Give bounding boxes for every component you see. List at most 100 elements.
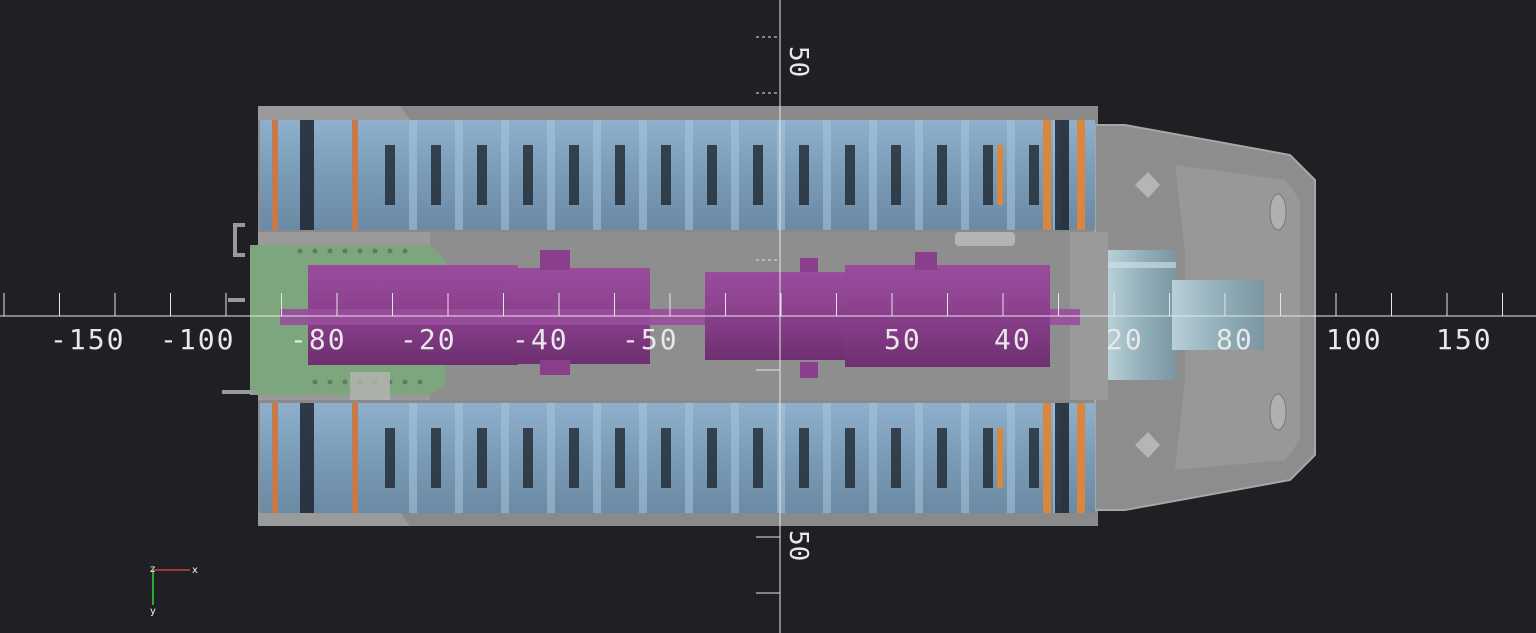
track-link [385,428,395,488]
track-link [615,428,625,488]
hull-top-corner [258,106,410,120]
track-link-highlight [593,403,601,513]
cab-window-top [1135,172,1160,198]
track-link-highlight [455,120,463,230]
x-tick-label: 50 [884,323,922,356]
track-link-highlight [501,403,509,513]
track-link [477,145,487,205]
track-link [845,145,855,205]
track-accents [272,120,1085,513]
track-link [477,428,487,488]
x-tick-label: 40 [994,323,1032,356]
x-tick-label: -80 [290,323,347,356]
track-link-highlight [409,120,417,230]
track-link [845,428,855,488]
track-link-highlight [731,120,739,230]
x-tick-label: 20 [1106,323,1144,356]
track-link [891,428,901,488]
teal-block [1108,250,1176,380]
x-tick-label: 150 [1436,323,1493,356]
track-link [753,145,763,205]
x-tick-label: -40 [512,323,569,356]
x-tick-label: -100 [160,323,235,356]
track-link [937,428,947,488]
pipe-fitting-2 [350,372,390,400]
track-link [431,145,441,205]
pipe-fitting [955,232,1015,246]
track-link-highlight [823,403,831,513]
y-tick-label: 50 [783,530,813,561]
track-link-highlight [823,120,831,230]
headlight-top [1269,193,1287,231]
cab-window-bottom [1135,432,1160,458]
track-link [707,145,717,205]
track-link [983,428,993,488]
x-tick-label: 100 [1326,323,1383,356]
track-link-highlight [1007,403,1015,513]
x-tick-label: -150 [50,323,125,356]
track-right [260,403,1095,513]
track-link-highlight [869,403,877,513]
y-axis-labels: 50 50 [783,46,813,561]
track-link-highlight [869,120,877,230]
y-tick-label: 50 [783,46,813,77]
headlight-bottom [1269,393,1287,431]
track-link-highlight [639,403,647,513]
axes-gizmo: x z y [150,564,198,617]
track-link [431,428,441,488]
teal-cylinder [1172,280,1264,350]
x-tick-label: 80 [1216,323,1254,356]
gizmo-z-label: z [150,564,155,575]
track-link [799,428,809,488]
vehicle-model[interactable] [222,106,1316,526]
track-link [1029,428,1039,488]
track-link-highlight [639,120,647,230]
track-link-highlight [915,120,923,230]
track-link-highlight [915,403,923,513]
engine-collar-d [540,360,570,375]
track-link-highlight [593,120,601,230]
x-axis-labels: -150 -100 -80 -20 -40 -50 50 40 20 80 10… [50,323,1493,356]
track-left [260,120,1095,230]
x-tick-label: -20 [400,323,457,356]
track-link-highlight [777,403,785,513]
track-link-highlight [501,120,509,230]
gizmo-y-label: y [150,606,156,617]
engine-collar-b [915,252,937,270]
engine-collar-e [800,362,818,378]
engine-collar-a [540,250,570,270]
track-link [523,428,533,488]
track-link [1029,145,1039,205]
track-link [937,145,947,205]
track-link-highlight [547,120,555,230]
track-link-highlight [961,403,969,513]
track-link [891,145,901,205]
track-link [661,428,671,488]
track-link-highlight [409,403,417,513]
track-link [523,145,533,205]
teal-block-cap [1108,262,1176,268]
track-link [983,145,993,205]
track-link-highlight [731,403,739,513]
track-link [753,428,763,488]
x-tick-label: -50 [622,323,679,356]
track-link [661,145,671,205]
engine-collar-c [800,258,818,272]
hull-bottom-corner [258,512,410,526]
track-link [385,145,395,205]
track-link-highlight [961,120,969,230]
track-link [799,145,809,205]
track-link-highlight [685,403,693,513]
track-link-highlight [685,120,693,230]
track-link [707,428,717,488]
track-link-highlight [1007,120,1015,230]
track-link [569,145,579,205]
track-link-highlight [777,120,785,230]
track-link [569,428,579,488]
track-link-highlight [455,403,463,513]
track-link [615,145,625,205]
rear-bracket [222,223,258,394]
gizmo-x-label: x [192,565,198,576]
